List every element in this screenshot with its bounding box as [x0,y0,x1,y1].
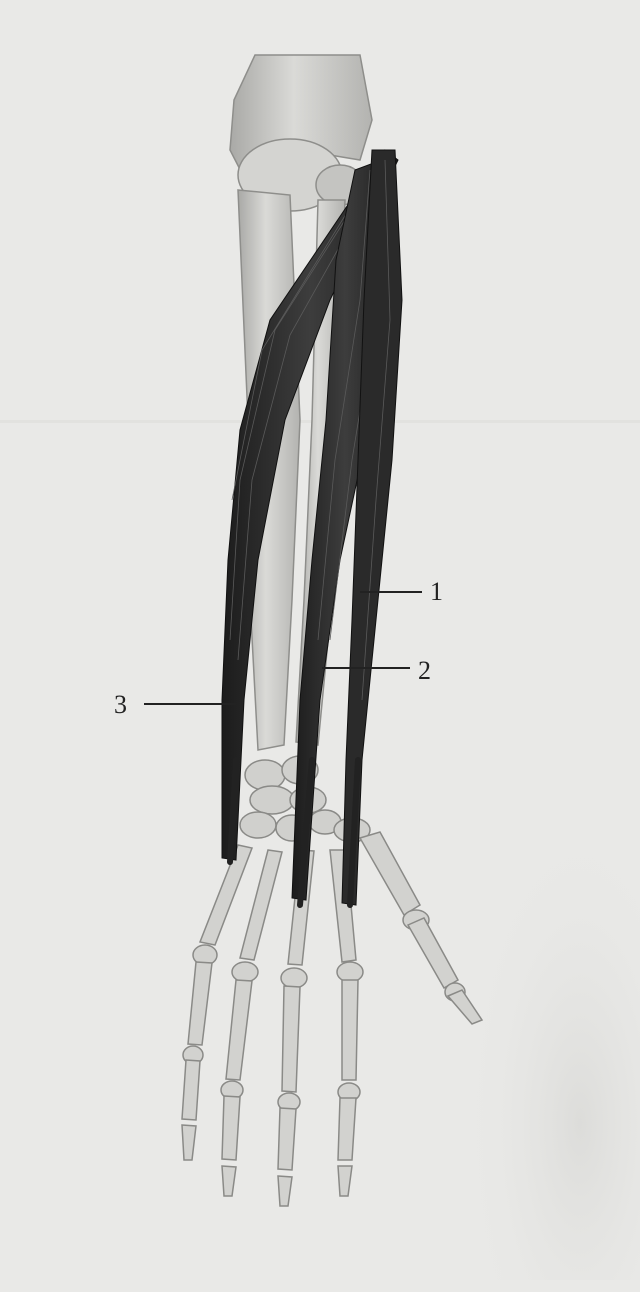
muscle-medial-belly [341,149,403,906]
callout-1: 1 [360,577,443,606]
tendons [227,757,361,908]
label-2: 2 [418,656,431,685]
finger-bones [181,831,484,1207]
label-1: 1 [430,577,443,606]
callout-2: 2 [322,656,431,685]
callout-3: 3 [114,690,236,719]
label-3: 3 [114,690,127,719]
